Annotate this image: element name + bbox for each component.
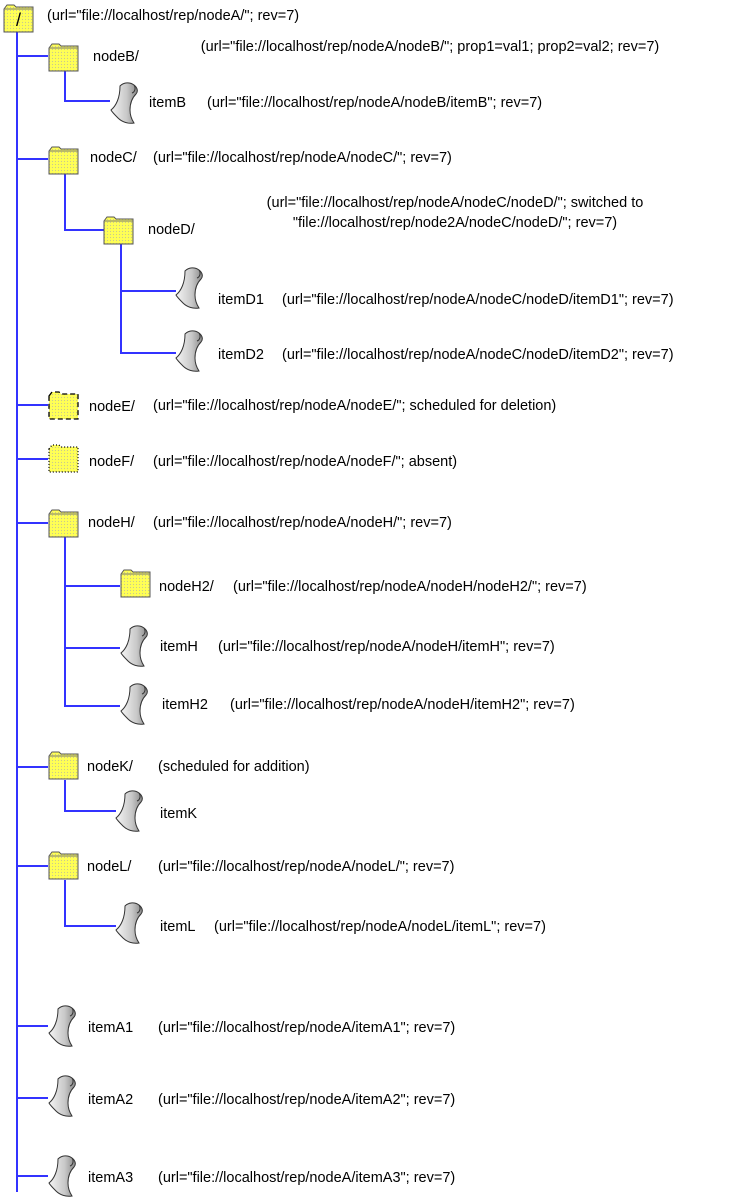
file-icon-itemA1 xyxy=(48,1005,78,1051)
node-label-nodeF: nodeF/ xyxy=(89,454,135,470)
node-description-nodeE: (url="file://localhost/rep/nodeA/nodeE/"… xyxy=(153,398,557,414)
node-label-itemK: itemK xyxy=(160,806,198,822)
node-label-itemL: itemL xyxy=(160,919,196,935)
node-description-nodeB: (url="file://localhost/rep/nodeA/nodeB/"… xyxy=(200,39,660,55)
folder-icon-nodeK xyxy=(48,750,80,784)
connector-line xyxy=(16,522,48,524)
node-description-itemD2: (url="file://localhost/rep/nodeA/nodeC/n… xyxy=(282,347,674,363)
folder-icon-root: / xyxy=(3,3,35,37)
node-label-itemB: itemB xyxy=(149,95,187,111)
connector-line xyxy=(64,70,66,101)
node-description-itemA2: (url="file://localhost/rep/nodeA/itemA2"… xyxy=(158,1092,456,1108)
connector-line xyxy=(120,352,176,354)
folder-icon-nodeH2 xyxy=(120,568,152,602)
file-icon-itemK xyxy=(115,790,145,836)
connector-line xyxy=(64,100,110,102)
file-icon-itemL xyxy=(115,902,145,948)
connector-line xyxy=(64,535,66,706)
node-description-nodeH: (url="file://localhost/rep/nodeA/nodeH/"… xyxy=(153,515,452,531)
file-icon-itemB xyxy=(110,82,140,128)
connector-line xyxy=(16,158,48,160)
node-description-itemH2: (url="file://localhost/rep/nodeA/nodeH/i… xyxy=(230,697,575,713)
connector-line xyxy=(16,1175,48,1177)
folder-icon-nodeH xyxy=(48,508,80,542)
node-description-itemB: (url="file://localhost/rep/nodeA/nodeB/i… xyxy=(207,95,543,111)
node-label-itemH2: itemH2 xyxy=(162,697,208,713)
connector-line xyxy=(64,880,66,926)
node-label-nodeH: nodeH/ xyxy=(88,515,135,531)
folder-icon-nodeC xyxy=(48,145,80,179)
node-label-nodeH2: nodeH2/ xyxy=(159,579,214,595)
node-label-nodeL: nodeL/ xyxy=(87,859,132,875)
node-description-itemA3: (url="file://localhost/rep/nodeA/itemA3"… xyxy=(158,1170,456,1186)
connector-line xyxy=(16,1097,48,1099)
connector-line xyxy=(16,404,48,406)
node-description-itemA1: (url="file://localhost/rep/nodeA/itemA1"… xyxy=(158,1020,456,1036)
node-label-nodeK: nodeK/ xyxy=(87,759,133,775)
file-icon-itemA2 xyxy=(48,1075,78,1121)
node-label-itemH: itemH xyxy=(160,639,198,655)
connector-line xyxy=(64,780,66,811)
node-description-nodeF: (url="file://localhost/rep/nodeA/nodeF/"… xyxy=(153,454,458,470)
connector-line xyxy=(16,55,48,57)
node-description-nodeH2: (url="file://localhost/rep/nodeA/nodeH/n… xyxy=(233,579,587,595)
node-label-nodeD: nodeD/ xyxy=(148,222,195,238)
file-icon-itemH xyxy=(120,625,150,671)
node-description-nodeC: (url="file://localhost/rep/nodeA/nodeC/"… xyxy=(153,150,452,166)
connector-line xyxy=(120,290,176,292)
node-label-itemD1: itemD1 xyxy=(218,292,264,308)
node-description-root: (url="file://localhost/rep/nodeA/"; rev=… xyxy=(47,8,300,24)
node-description-itemL: (url="file://localhost/rep/nodeA/nodeL/i… xyxy=(214,919,546,935)
node-label-itemA1: itemA1 xyxy=(88,1020,134,1036)
connector-line xyxy=(64,229,104,231)
node-description-nodeD: (url="file://localhost/rep/nodeA/nodeC/n… xyxy=(266,195,644,231)
connector-line xyxy=(16,458,48,460)
connector-line xyxy=(64,810,116,812)
svg-text:/: / xyxy=(16,10,21,30)
folder-icon-nodeF xyxy=(48,443,80,477)
folder-icon-nodeB xyxy=(48,42,80,76)
node-label-nodeC: nodeC/ xyxy=(90,150,137,166)
file-icon-itemH2 xyxy=(120,683,150,729)
connector-line xyxy=(64,585,120,587)
connector-line xyxy=(16,30,18,1192)
node-label-nodeE: nodeE/ xyxy=(89,399,135,415)
node-description-nodeK: (scheduled for addition) xyxy=(158,759,310,775)
connector-line xyxy=(120,243,122,353)
node-description-nodeL: (url="file://localhost/rep/nodeA/nodeL/"… xyxy=(158,859,455,875)
node-label-itemD2: itemD2 xyxy=(218,347,264,363)
connector-line xyxy=(64,172,66,230)
file-icon-itemA3 xyxy=(48,1155,78,1201)
connector-line xyxy=(64,705,120,707)
connector-line xyxy=(16,1025,48,1027)
connector-line xyxy=(16,766,48,768)
node-description-itemH: (url="file://localhost/rep/nodeA/nodeH/i… xyxy=(218,639,555,655)
node-description-itemD1: (url="file://localhost/rep/nodeA/nodeC/n… xyxy=(282,292,674,308)
node-label-nodeB: nodeB/ xyxy=(93,49,139,65)
node-label-itemA3: itemA3 xyxy=(88,1170,134,1186)
connector-line xyxy=(64,647,120,649)
folder-icon-nodeL xyxy=(48,850,80,884)
file-icon-itemD2 xyxy=(175,330,205,376)
connector-line xyxy=(64,925,116,927)
node-label-itemA2: itemA2 xyxy=(88,1092,134,1108)
file-icon-itemD1 xyxy=(175,267,205,313)
folder-icon-nodeD xyxy=(103,215,135,249)
folder-icon-nodeE xyxy=(48,390,80,424)
connector-line xyxy=(16,865,48,867)
